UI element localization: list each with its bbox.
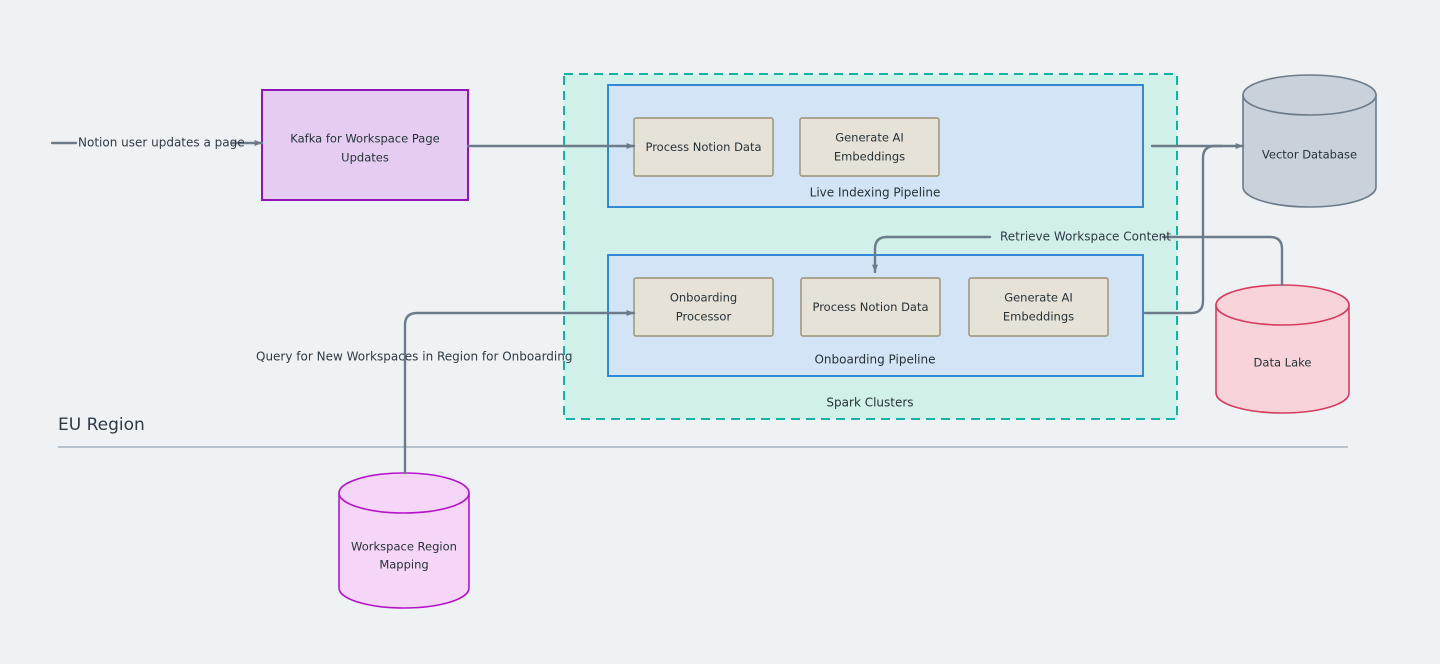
edge-notion-user-updates[interactable]: Notion user updates a page	[50, 136, 264, 150]
onboarding-generate-ai-embeddings-label-line2: Embeddings	[1003, 310, 1074, 324]
onboarding-pipeline-label: Onboarding Pipeline	[814, 353, 935, 367]
kafka-label-line2: Updates	[341, 151, 389, 165]
live-generate-ai-embeddings-label-line1: Generate AI	[835, 131, 904, 145]
kafka-node[interactable]: Kafka for Workspace Page Updates	[261, 89, 469, 201]
vector-database-label: Vector Database	[1262, 148, 1357, 162]
edge-retrieve-content-down-arrow	[872, 235, 889, 274]
data-lake-cylinder-body	[1215, 304, 1350, 414]
workspace-region-mapping-cylinder-top	[338, 472, 470, 514]
eu-region-section: EU Region	[58, 415, 1348, 448]
vector-database-cylinder-body	[1242, 94, 1377, 208]
workspace-region-mapping-node[interactable]: Workspace Region Mapping	[338, 472, 470, 609]
edge-retrieve-workspace-content[interactable]: Retrieve Workspace Content	[872, 230, 1284, 287]
workspace-region-mapping-cylinder-body	[338, 492, 470, 609]
live-generate-ai-embeddings-step[interactable]: Generate AI Embeddings	[799, 117, 940, 177]
edge-retrieve-content-label: Retrieve Workspace Content	[1000, 230, 1171, 244]
onboarding-processor-label-line2: Processor	[676, 310, 732, 324]
onboarding-generate-ai-embeddings-box	[968, 277, 1109, 337]
live-generate-ai-embeddings-box	[799, 117, 940, 177]
onboarding-generate-ai-embeddings-step[interactable]: Generate AI Embeddings	[968, 277, 1109, 337]
live-process-notion-data-step[interactable]: Process Notion Data	[633, 117, 774, 177]
spark-clusters-label: Spark Clusters	[826, 396, 913, 410]
onboarding-process-notion-data-box	[800, 277, 941, 337]
edge-query-new-workspaces-path	[403, 309, 636, 475]
vector-database-node[interactable]: Vector Database	[1242, 74, 1377, 208]
onboarding-processor-box	[633, 277, 774, 337]
onboarding-process-notion-data-label: Process Notion Data	[812, 300, 928, 314]
eu-region-title: EU Region	[58, 415, 145, 435]
onboarding-generate-ai-embeddings-label-line1: Generate AI	[1004, 291, 1073, 305]
live-indexing-pipeline[interactable]: Process Notion Data Generate AI Embeddin…	[607, 84, 1144, 208]
edge-query-new-workspaces[interactable]: Query for New Workspaces in Region for O…	[256, 309, 636, 475]
kafka-box	[261, 89, 469, 201]
onboarding-pipeline[interactable]: Onboarding Processor Process Notion Data…	[607, 254, 1144, 377]
data-lake-node[interactable]: Data Lake	[1215, 284, 1350, 414]
edge-retrieve-content-right-segment	[1161, 235, 1284, 287]
edge-onboarding-pipeline-to-vector-db[interactable]	[1143, 144, 1224, 315]
edge-onboarding-to-vector-db-path	[1143, 144, 1224, 315]
workspace-region-mapping-label-line2: Mapping	[379, 558, 428, 572]
vector-database-cylinder-top	[1242, 74, 1377, 116]
onboarding-processor-step[interactable]: Onboarding Processor	[633, 277, 774, 337]
onboarding-processor-label-line1: Onboarding	[670, 291, 737, 305]
kafka-label-line1: Kafka for Workspace Page	[290, 132, 439, 146]
edge-query-new-workspaces-label: Query for New Workspaces in Region for O…	[256, 350, 572, 364]
live-process-notion-data-label: Process Notion Data	[645, 140, 761, 154]
data-lake-label: Data Lake	[1254, 356, 1312, 370]
live-generate-ai-embeddings-label-line2: Embeddings	[834, 150, 905, 164]
data-lake-cylinder-top	[1215, 284, 1350, 326]
workspace-region-mapping-label-line1: Workspace Region	[351, 540, 457, 554]
onboarding-process-notion-data-step[interactable]: Process Notion Data	[800, 277, 941, 337]
live-indexing-pipeline-label: Live Indexing Pipeline	[810, 186, 941, 200]
edge-notion-update-label: Notion user updates a page	[78, 136, 245, 150]
